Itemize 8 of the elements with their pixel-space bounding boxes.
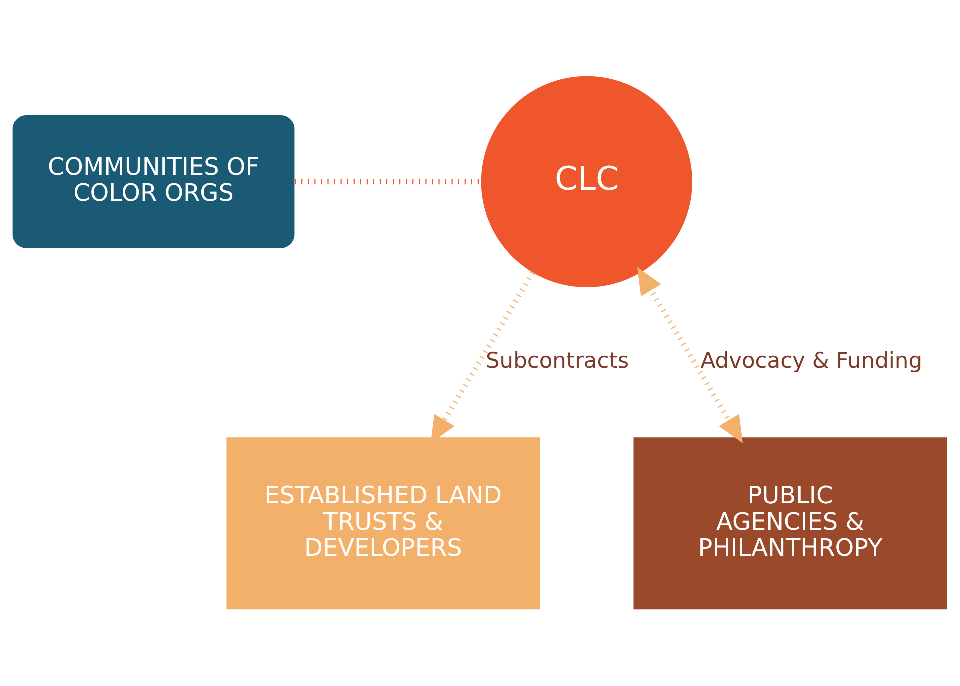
node-box: COMMUNITIES OF COLOR ORGS <box>12 116 295 248</box>
arrow <box>637 267 744 444</box>
edge-label: Subcontracts <box>486 349 630 374</box>
node-box: PUBLIC AGENCIES & PHILANTHROPY <box>634 438 948 610</box>
node-circle: CLC <box>481 76 692 288</box>
edge-label: Advocacy & Funding <box>700 349 923 374</box>
node-box: ESTABLISHED LAND TRUSTS & DEVELOPERS <box>226 438 540 610</box>
connector <box>295 179 482 185</box>
